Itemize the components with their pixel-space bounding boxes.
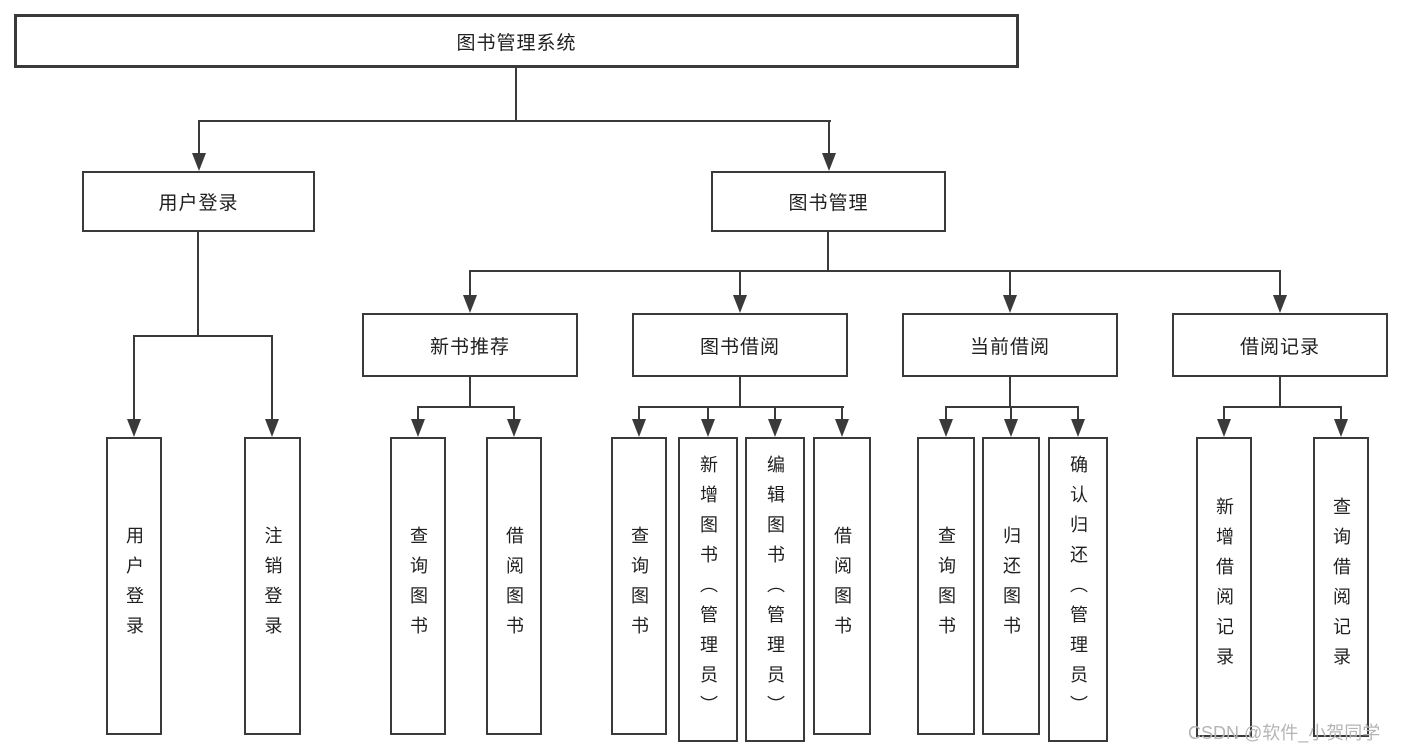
- node-borrowing-records: 借阅记录: [1172, 313, 1388, 377]
- leaf-current-return-books: 归还图书: [982, 437, 1040, 735]
- arrow-down-icon: [1003, 295, 1017, 313]
- connector-line: [739, 270, 741, 298]
- leaf-borrowing-add-books-admin: 新增图书（管理员）: [678, 437, 738, 742]
- arrow-down-icon: [411, 419, 425, 437]
- arrow-down-icon: [768, 419, 782, 437]
- arrow-down-icon: [192, 153, 206, 171]
- connector-line: [945, 406, 947, 424]
- connector-line: [707, 406, 709, 424]
- arrow-down-icon: [463, 295, 477, 313]
- leaf-records-add-record: 新增借阅记录: [1196, 437, 1252, 737]
- connector-line: [1340, 406, 1342, 424]
- leaf-borrowing-query-books: 查询图书: [611, 437, 667, 735]
- arrow-down-icon: [835, 419, 849, 437]
- connector-line: [469, 270, 471, 298]
- connector-line: [417, 406, 515, 408]
- leaf-logout: 注销登录: [244, 437, 301, 735]
- connector-line: [1010, 406, 1012, 424]
- node-book-management: 图书管理: [711, 171, 946, 232]
- connector-line: [133, 335, 135, 423]
- leaf-newbook-borrow-books: 借阅图书: [486, 437, 542, 735]
- connector-line: [198, 120, 831, 122]
- csdn-watermark: CSDN @软件_小贺同学: [1188, 723, 1381, 743]
- leaf-current-query-books: 查询图书: [917, 437, 975, 735]
- arrow-down-icon: [939, 419, 953, 437]
- connector-line: [1009, 270, 1011, 298]
- arrow-down-icon: [1273, 295, 1287, 313]
- connector-line: [515, 67, 517, 122]
- connector-line: [1077, 406, 1079, 424]
- node-new-book-recommend: 新书推荐: [362, 313, 578, 377]
- connector-line: [1223, 406, 1342, 408]
- connector-line: [513, 406, 515, 424]
- leaf-records-query-record: 查询借阅记录: [1313, 437, 1369, 737]
- leaf-borrowing-edit-books-admin: 编辑图书（管理员）: [745, 437, 805, 742]
- connector-line: [638, 406, 640, 424]
- arrow-down-icon: [1004, 419, 1018, 437]
- connector-line: [827, 232, 829, 272]
- connector-line: [774, 406, 776, 424]
- arrow-down-icon: [1334, 419, 1348, 437]
- arrow-down-icon: [507, 419, 521, 437]
- connector-line: [1279, 270, 1281, 298]
- connector-line: [841, 406, 843, 424]
- connector-line: [198, 120, 200, 156]
- node-book-borrowing: 图书借阅: [632, 313, 848, 377]
- connector-line: [739, 376, 741, 408]
- connector-line: [1279, 376, 1281, 408]
- arrow-down-icon: [733, 295, 747, 313]
- node-current-borrowing: 当前借阅: [902, 313, 1118, 377]
- leaf-current-confirm-return-admin: 确认归还（管理员）: [1048, 437, 1108, 742]
- connector-line: [197, 232, 199, 337]
- leaf-borrowing-borrow-books: 借阅图书: [813, 437, 871, 735]
- connector-line: [638, 406, 844, 408]
- leaf-user-login: 用户登录: [106, 437, 162, 735]
- node-user-login: 用户登录: [82, 171, 315, 232]
- connector-line: [1009, 376, 1011, 408]
- connector-line: [417, 406, 419, 424]
- arrow-down-icon: [1217, 419, 1231, 437]
- node-library-management-system: 图书管理系统: [14, 14, 1019, 68]
- arrow-down-icon: [127, 419, 141, 437]
- connector-line: [828, 120, 830, 156]
- arrow-down-icon: [822, 153, 836, 171]
- connector-line: [1223, 406, 1225, 424]
- arrow-down-icon: [701, 419, 715, 437]
- connector-line: [271, 335, 273, 423]
- leaf-newbook-query-books: 查询图书: [390, 437, 446, 735]
- arrow-down-icon: [1071, 419, 1085, 437]
- arrow-down-icon: [265, 419, 279, 437]
- arrow-down-icon: [632, 419, 646, 437]
- connector-line: [469, 376, 471, 408]
- connector-line: [469, 270, 1281, 272]
- connector-line: [945, 406, 1079, 408]
- connector-line: [133, 335, 273, 337]
